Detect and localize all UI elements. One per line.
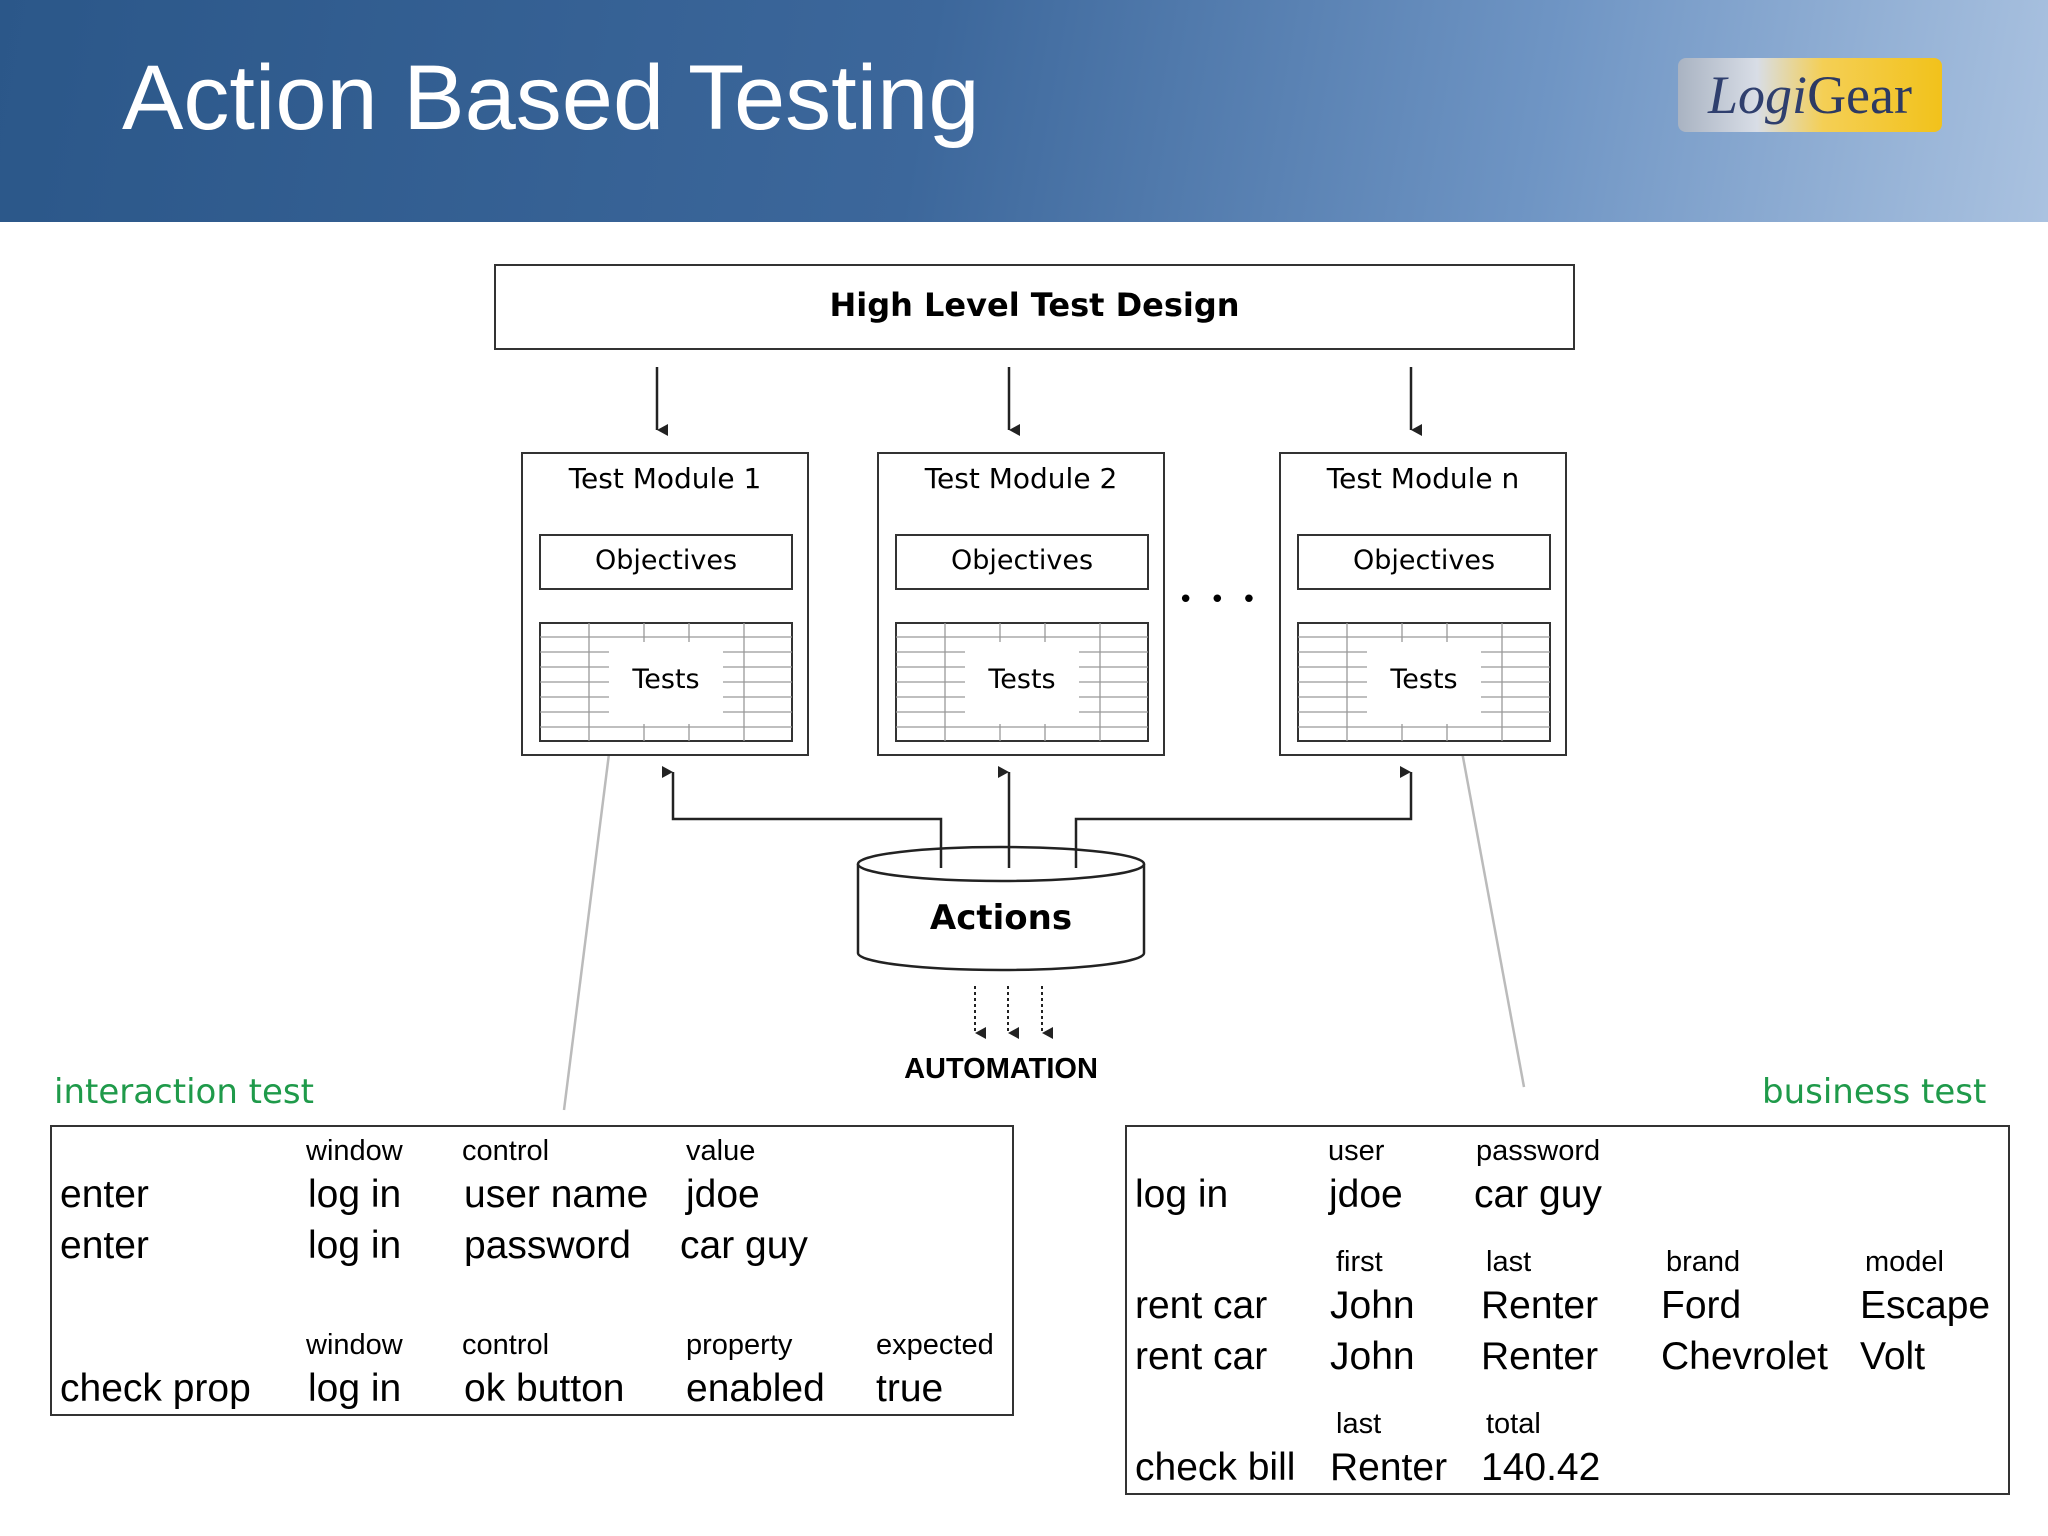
table-cell: jdoe: [686, 1173, 760, 1216]
automation-label: AUTOMATION: [904, 1053, 1098, 1085]
table-cell: jdoe: [1329, 1173, 1403, 1216]
table-cell: Volt: [1860, 1335, 1926, 1378]
high-level-test-design-box: High Level Test Design: [494, 264, 1575, 350]
test-module-n: Test Module n Objectives Tests: [1279, 452, 1567, 756]
logo-text-gear: Gear: [1807, 65, 1912, 125]
table-cell: enter: [60, 1224, 149, 1267]
table-cell: Renter: [1481, 1284, 1599, 1327]
tests-grid: Tests: [1297, 622, 1551, 742]
tests-label: Tests: [1390, 664, 1458, 695]
tests-label: Tests: [632, 664, 700, 695]
column-header: value: [686, 1135, 756, 1167]
tests-label: Tests: [988, 664, 1056, 695]
table-cell: car guy: [1474, 1173, 1602, 1216]
tests-grid: Tests: [539, 622, 793, 742]
objectives-box: Objectives: [539, 534, 793, 590]
test-module-title: Test Module 1: [568, 462, 762, 495]
callout-line-business: [1456, 729, 1526, 1088]
column-header: user: [1328, 1135, 1385, 1167]
interaction-test-table: window control value enter log in user n…: [50, 1125, 1014, 1416]
table-cell: check prop: [60, 1367, 251, 1410]
actions-label: Actions: [929, 898, 1073, 938]
column-header: total: [1486, 1408, 1541, 1440]
module-ellipsis: • • •: [1178, 585, 1261, 615]
table-cell: user name: [464, 1173, 649, 1216]
table-cell: enabled: [686, 1367, 825, 1410]
table-cell: Chevrolet: [1661, 1335, 1828, 1378]
actions-cylinder: [856, 864, 1146, 972]
column-header: password: [1476, 1135, 1601, 1167]
table-cell: password: [464, 1224, 631, 1267]
objectives-box: Objectives: [1297, 534, 1551, 590]
table-cell: enter: [60, 1173, 149, 1216]
table-cell: 140.42: [1481, 1446, 1601, 1489]
logo-text-logi: Logi: [1708, 65, 1808, 125]
test-module-1: Test Module 1 Objectives Tests: [521, 452, 809, 756]
table-cell: Ford: [1661, 1284, 1742, 1327]
column-header: model: [1865, 1246, 1944, 1278]
test-module-2: Test Module 2 Objectives Tests: [877, 452, 1165, 756]
column-header: brand: [1666, 1246, 1741, 1278]
table-cell: true: [876, 1367, 944, 1410]
table-cell: car guy: [680, 1224, 808, 1267]
slide-title: Action Based Testing: [122, 47, 980, 149]
arrow-actions-to-module-1: [662, 766, 943, 868]
high-level-test-design-label: High Level Test Design: [829, 286, 1240, 324]
table-cell: check bill: [1135, 1446, 1296, 1489]
test-module-title: Test Module 2: [924, 462, 1118, 495]
callout-line-interaction: [562, 729, 614, 1111]
column-header: control: [462, 1329, 550, 1361]
column-header: window: [306, 1135, 403, 1167]
objectives-box: Objectives: [895, 534, 1149, 590]
table-cell: log in: [308, 1367, 402, 1410]
column-header: last: [1336, 1408, 1382, 1440]
table-cell: rent car: [1135, 1284, 1268, 1327]
table-cell: ok button: [464, 1367, 625, 1410]
table-cell: Renter: [1330, 1446, 1448, 1489]
tests-grid: Tests: [895, 622, 1149, 742]
tests-grid-lines: [1297, 622, 1551, 742]
table-cell: John: [1330, 1335, 1415, 1378]
table-cell: rent car: [1135, 1335, 1268, 1378]
table-cell: Renter: [1481, 1335, 1599, 1378]
interaction-test-label: interaction test: [54, 1072, 314, 1112]
table-cell: log in: [308, 1173, 402, 1216]
column-header: first: [1336, 1246, 1383, 1278]
business-test-table: user password log in jdoe car guy first …: [1125, 1125, 2010, 1495]
test-module-title: Test Module n: [1326, 462, 1520, 495]
column-header: expected: [876, 1329, 994, 1361]
column-header: control: [462, 1135, 550, 1167]
table-cell: John: [1330, 1284, 1415, 1327]
column-header: window: [306, 1329, 403, 1361]
table-cell: log in: [1135, 1173, 1229, 1216]
column-header: last: [1486, 1246, 1532, 1278]
column-header: property: [686, 1329, 793, 1361]
tests-grid-lines: [539, 622, 793, 742]
actions-cylinder-top: [856, 845, 1146, 883]
business-test-label: business test: [1762, 1072, 1987, 1112]
table-cell: Escape: [1860, 1284, 1991, 1327]
table-cell: log in: [308, 1224, 402, 1267]
arrow-actions-to-module-n: [1074, 766, 1413, 868]
tests-grid-lines: [895, 622, 1149, 742]
